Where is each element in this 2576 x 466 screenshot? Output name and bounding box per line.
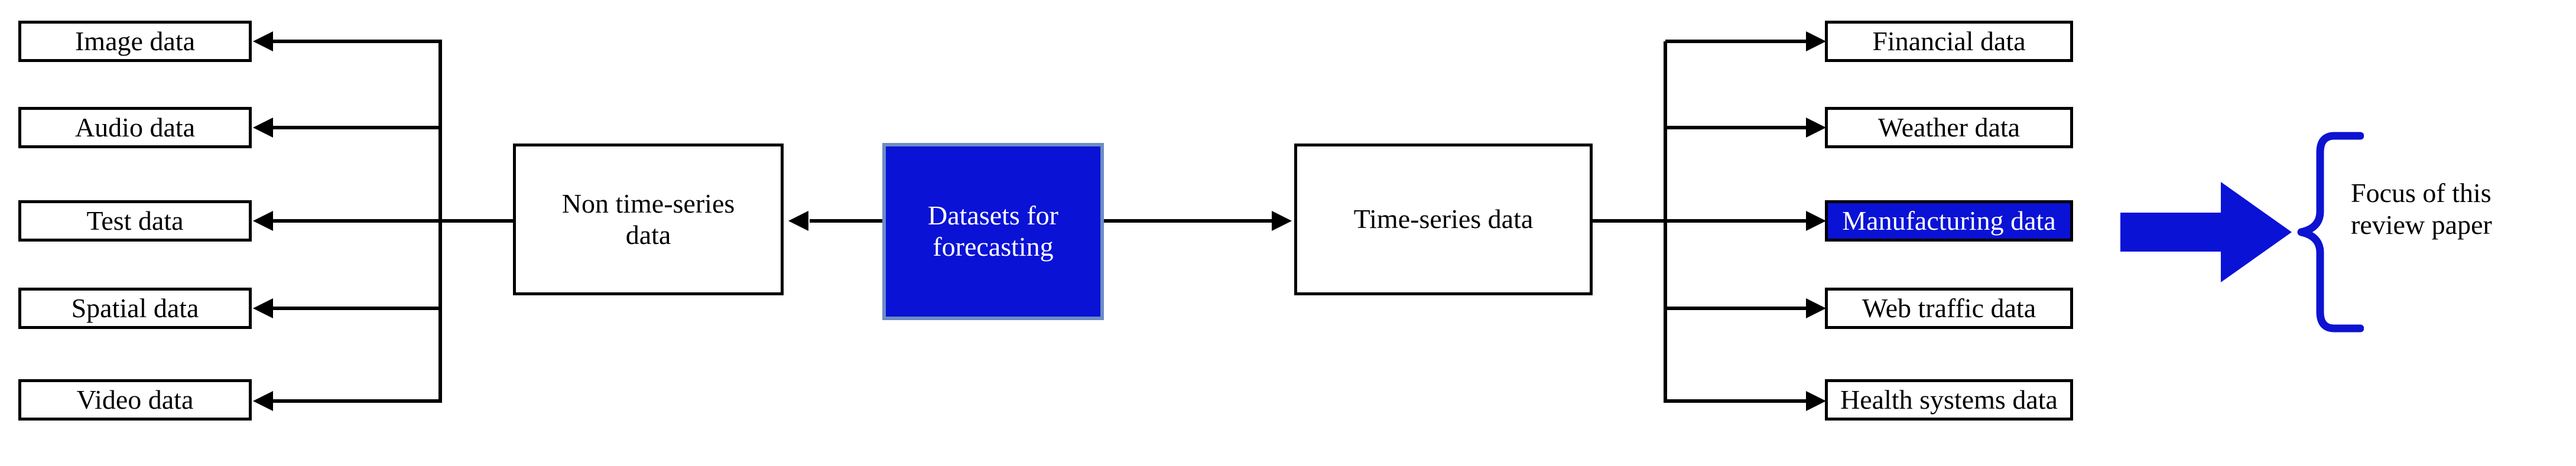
- connector-right-branch-1: [1665, 40, 1807, 43]
- arrowhead-to-manufacturing-data: [1806, 211, 1826, 231]
- node-health-systems-data[interactable]: Health systems data: [1825, 379, 2073, 421]
- connector-right-branch-4: [1665, 307, 1807, 310]
- arrowhead-to-weather-data: [1806, 118, 1826, 138]
- node-test-data[interactable]: Test data: [18, 200, 252, 242]
- focus-brace: [2297, 132, 2364, 333]
- node-video-data[interactable]: Video data: [18, 379, 252, 421]
- arrowhead-to-financial-data: [1806, 31, 1826, 51]
- connector-left-branch-3: [272, 219, 442, 223]
- connector-left-branch-2: [272, 126, 442, 129]
- connector-left-branch-5: [272, 399, 442, 403]
- connector-center-to-non-time-series: [810, 219, 885, 223]
- node-non-time-series-data[interactable]: Non time-series data: [513, 144, 784, 295]
- node-weather-data[interactable]: Weather data: [1825, 107, 2073, 148]
- highlight-block-arrow: [2120, 182, 2292, 282]
- arrowhead-to-video-data: [253, 391, 273, 411]
- connector-right-branch-5: [1665, 399, 1807, 403]
- connector-right-bus-upper: [1664, 41, 1667, 233]
- connector-time-series-to-bus: [1591, 219, 1667, 223]
- arrowhead-to-test-data: [253, 211, 273, 231]
- arrowhead-to-web-traffic-data: [1806, 298, 1826, 318]
- connector-right-branch-2: [1665, 126, 1807, 129]
- arrowhead-to-health-systems-data: [1806, 391, 1826, 411]
- arrowhead-to-audio-data: [253, 118, 273, 138]
- connector-left-branch-1: [272, 40, 442, 43]
- node-web-traffic-data[interactable]: Web traffic data: [1825, 288, 2073, 329]
- connector-center-to-time-series: [1104, 219, 1272, 223]
- focus-of-review-label: Focus of this review paper: [2351, 178, 2492, 240]
- node-spatial-data[interactable]: Spatial data: [18, 288, 252, 329]
- connector-left-bus-upper: [438, 41, 442, 233]
- connector-left-bus-lower: [438, 229, 442, 403]
- node-audio-data[interactable]: Audio data: [18, 107, 252, 148]
- node-image-data[interactable]: Image data: [18, 21, 252, 62]
- connector-right-bus-lower: [1664, 229, 1667, 403]
- node-datasets-for-forecasting[interactable]: Datasets for forecasting: [882, 143, 1104, 320]
- node-time-series-data[interactable]: Time-series data: [1294, 144, 1593, 295]
- connector-left-branch-4: [272, 307, 442, 310]
- arrowhead-to-image-data: [253, 31, 273, 51]
- arrowhead-to-non-time-series: [788, 211, 808, 231]
- node-financial-data[interactable]: Financial data: [1825, 21, 2073, 62]
- connector-right-branch-3: [1665, 219, 1807, 223]
- connector-bus-to-non-time-series: [440, 219, 516, 223]
- arrowhead-to-spatial-data: [253, 298, 273, 318]
- node-manufacturing-data[interactable]: Manufacturing data: [1825, 200, 2073, 242]
- arrowhead-to-time-series: [1272, 211, 1292, 231]
